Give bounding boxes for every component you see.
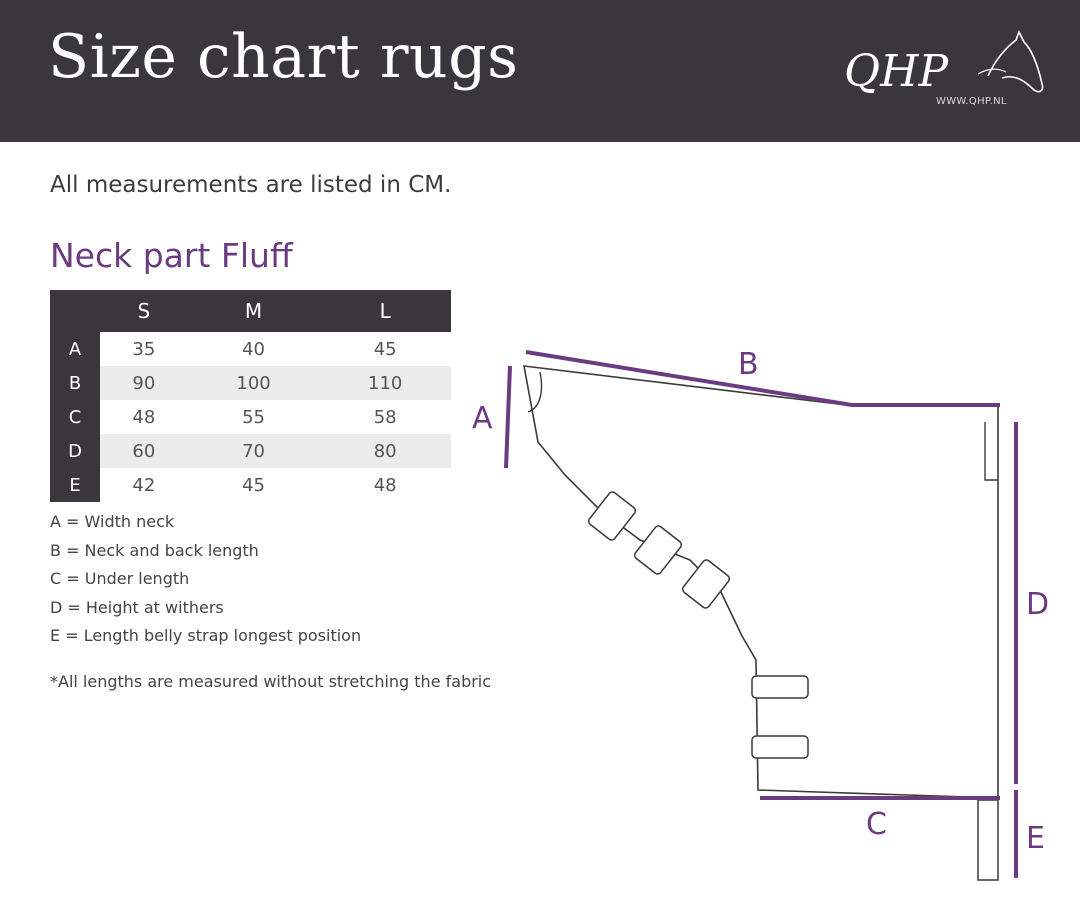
size-table-header: S M L xyxy=(50,290,451,332)
table-cell: 70 xyxy=(187,434,320,468)
table-cell: 60 xyxy=(100,434,188,468)
neck-strap xyxy=(633,525,683,575)
page-title: Size chart rugs xyxy=(48,22,519,92)
rug-diagram: A B C D E xyxy=(472,347,1049,881)
belly-strap xyxy=(977,799,999,881)
table-cell: 58 xyxy=(373,406,397,428)
table-cell: 90 xyxy=(100,366,188,400)
row-label: B xyxy=(50,366,100,400)
corner-cell xyxy=(50,290,100,332)
rug-outline xyxy=(523,365,999,799)
table-cell: 55 xyxy=(242,406,266,428)
withers-seam xyxy=(984,422,998,481)
table-cell: 40 xyxy=(242,338,266,360)
label-d: D xyxy=(1026,587,1049,622)
column-header: S xyxy=(100,290,188,332)
table-cell: 100 xyxy=(187,366,320,400)
table-cell: 35 xyxy=(132,338,156,360)
footnote: *All lengths are measured without stretc… xyxy=(50,672,492,691)
table-cell: 48 xyxy=(373,474,397,496)
logo-url: WWW.QHP.NL xyxy=(936,96,1007,107)
table-cell: 80 xyxy=(319,434,451,468)
row-label: A xyxy=(50,332,100,366)
table-row: C 48 55 58 xyxy=(50,400,451,434)
measurement-note: All measurements are listed in CM. xyxy=(50,172,452,198)
row-label: E xyxy=(50,468,100,502)
table-cell: 45 xyxy=(242,474,266,496)
legend-item: A = Width neck xyxy=(50,512,175,531)
table-cell: 48 xyxy=(132,406,156,428)
table-row: B 90 100 110 xyxy=(50,366,451,400)
label-e: E xyxy=(1026,821,1045,856)
dimension-line-b xyxy=(525,350,1000,407)
header-bar: Size chart rugs QHP WWW.QHP.NL xyxy=(0,0,1080,142)
size-table: S M L A 35 40 45 B 90 100 110 C 48 55 58… xyxy=(50,290,451,502)
label-c: C xyxy=(866,807,887,842)
row-label: D xyxy=(50,434,100,468)
table-cell: 42 xyxy=(132,474,156,496)
neck-strap xyxy=(681,559,731,609)
chest-strap xyxy=(751,675,809,699)
label-a: A xyxy=(472,401,493,436)
dimension-line-a xyxy=(504,365,512,469)
qhp-logo: QHP WWW.QHP.NL xyxy=(838,28,1048,118)
logo-brand: QHP xyxy=(844,46,949,97)
legend-item: E = Length belly strap longest position xyxy=(50,626,362,645)
table-row: D 60 70 80 xyxy=(50,434,451,468)
neck-strap xyxy=(587,491,637,541)
legend-item: C = Under length xyxy=(50,569,190,588)
column-header: M xyxy=(187,290,320,332)
horse-head-icon xyxy=(977,30,1044,93)
section-title: Neck part Fluff xyxy=(50,236,293,275)
label-b: B xyxy=(738,347,759,382)
column-header: L xyxy=(319,290,451,332)
table-row: A 35 40 45 xyxy=(50,332,451,366)
legend-item: D = Height at withers xyxy=(50,597,224,617)
row-label: C xyxy=(50,400,100,434)
table-cell: 110 xyxy=(319,366,451,400)
chest-strap xyxy=(751,735,809,759)
table-cell: 45 xyxy=(373,338,397,360)
legend-item: B = Neck and back length xyxy=(50,540,259,560)
legend-list: A = Width neck B = Neck and back length … xyxy=(50,512,361,655)
neck-seam xyxy=(527,371,543,413)
table-row: E 42 45 48 xyxy=(50,468,451,502)
